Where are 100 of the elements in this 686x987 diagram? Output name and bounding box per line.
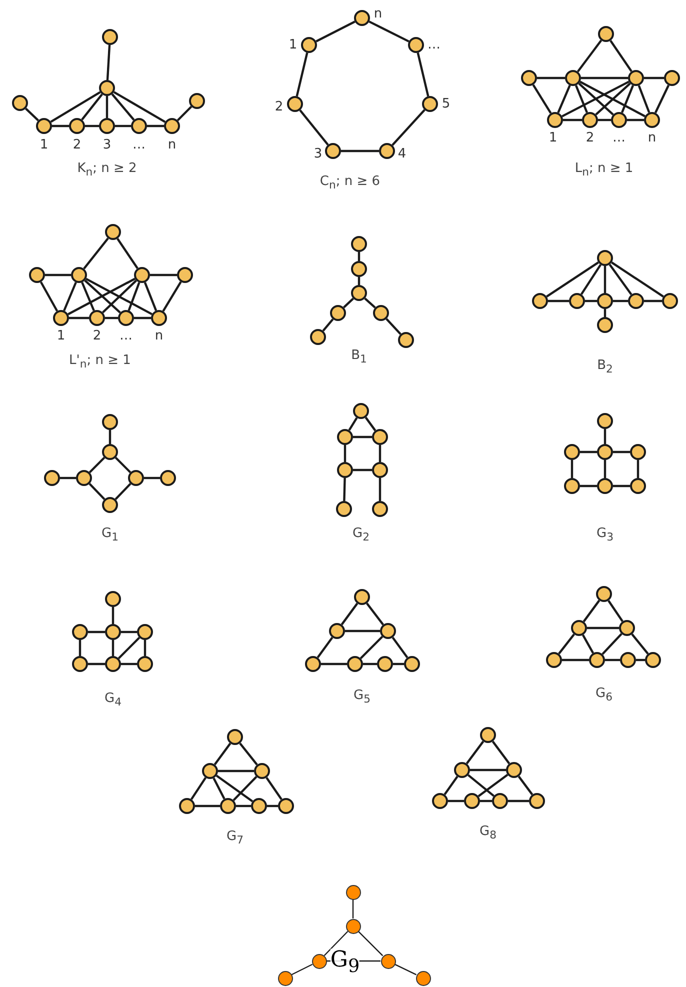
edge-line [345,630,380,632]
vertex-circle [521,70,537,86]
edge-line [111,93,135,121]
vertex-circle [44,470,60,486]
vertex-circle [532,293,548,309]
vertex-circle [380,954,396,968]
vertex-label: 3 [314,148,322,160]
edge-line [236,804,251,808]
edge-line [562,80,630,118]
edge-line [144,476,160,480]
vertex-label: … [428,38,440,52]
edge-line [576,40,602,72]
edge-line [518,776,534,796]
edge-line [654,84,670,114]
vertex-circle [630,478,646,494]
edge-line [353,436,372,438]
edge-line [358,277,360,285]
edge-line [144,640,146,656]
vertex-circle [105,591,121,607]
edge-line [81,94,103,120]
edge-line [232,776,258,802]
vertex-circle [137,656,153,672]
edge-line [602,633,622,655]
edge-line [147,124,164,128]
edge-line [144,282,158,311]
vertex-circle [373,305,389,321]
vertex-circle [346,918,360,934]
vertex-circle [351,285,367,301]
vertex-circle [597,444,613,460]
vertex-circle [628,293,644,309]
edge-line [636,658,645,662]
edge-line [68,278,136,316]
edge-line [580,450,597,454]
graph-caption: G$_{4}$ [104,692,122,708]
edge-line [116,238,138,269]
vertex-circle [99,80,115,96]
vertex-circle [480,727,496,743]
edge-line [636,460,640,478]
vertex-label: … [612,132,626,144]
vertex-circle [151,310,167,326]
vertex-circle [118,310,134,326]
edge-line [63,282,77,312]
vertex-label: 1 [56,330,66,342]
vertex-circle [589,652,605,668]
vertex-circle [72,624,88,640]
vertex-circle [105,224,121,240]
vertex-label: 2 [586,132,594,144]
vertex-label: n [648,132,656,144]
vertex-label: … [120,330,132,342]
vertex-circle [227,729,243,745]
vertex-circle [546,652,562,668]
vertex-circle [102,29,118,45]
edge-line [352,900,354,918]
vertex-circle [179,798,195,814]
vertex-circle [404,656,420,672]
edge-line [363,662,377,666]
vertex-circle [372,429,388,445]
edge-line [86,278,152,316]
vertex-circle [354,589,370,605]
vertex-circle [628,70,644,86]
vertex-circle [564,444,580,460]
vertex-circle [598,26,614,42]
edge-line [508,800,529,802]
vertex-circle [160,470,176,486]
vertex-circle [102,497,118,513]
edge-line [608,264,632,296]
edge-line [321,662,347,666]
vertex-circle [611,112,627,128]
edge-line [88,630,105,634]
vertex-circle [251,798,267,814]
vertex-circle [102,414,118,430]
vertex-circle [353,403,369,419]
edge-line [582,600,600,622]
vertex-circle [351,261,367,277]
vertex-circle [582,112,598,128]
edge-line [121,662,137,666]
edge-line [366,602,384,626]
edge-line [266,776,282,800]
edge-line [448,800,464,802]
edge-line [466,740,484,764]
edge-line [610,40,632,72]
vertex-circle [416,970,430,986]
vertex-circle [105,624,121,640]
edge-line [563,118,582,122]
edge-line [299,110,329,146]
edge-line [585,300,597,302]
vertex-circle [347,656,363,672]
vertex-circle [506,762,522,778]
vertex-circle [312,954,326,968]
edge-line [218,770,254,772]
edge-line [613,450,630,454]
graph-caption: G$_{6}$ [596,686,612,704]
vertex-circle [492,793,508,809]
edge-line [580,484,597,488]
edge-line [604,429,606,444]
vertex-circle [12,95,28,111]
vertex-label: 1 [288,38,298,52]
vertex-circle [278,970,292,986]
edge-line [604,460,606,478]
vertex-circle [29,267,45,283]
